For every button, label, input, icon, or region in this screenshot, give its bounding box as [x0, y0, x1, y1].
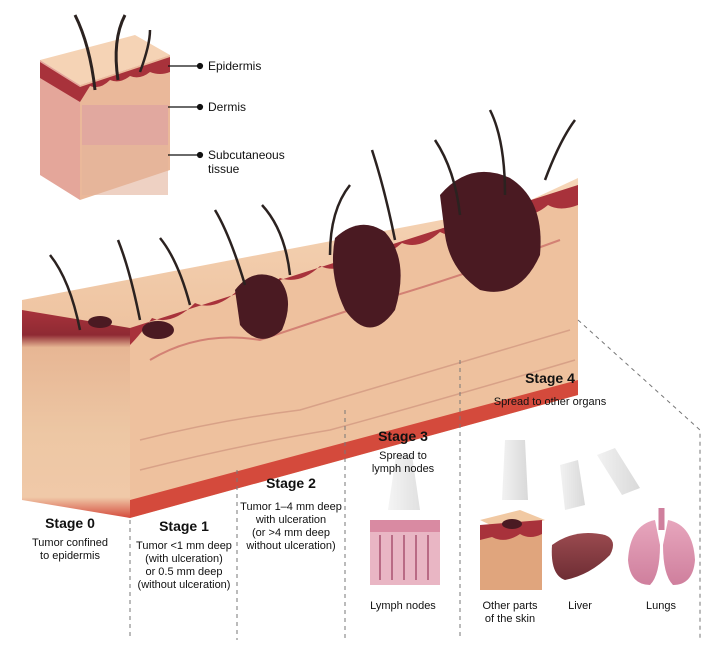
lymph-cone: [388, 455, 420, 510]
tumors: [88, 171, 541, 339]
label-subcutaneous-line1: Subcutaneous: [208, 148, 285, 162]
ref-subcutaneous-texture: [82, 145, 168, 195]
caption-other-skin: Other parts of the skin: [470, 600, 550, 626]
subcutaneous-fat-lines: [139, 329, 576, 471]
stage-1-title: Stage 1: [159, 518, 209, 534]
ref-hair-3: [138, 29, 152, 73]
caption-liver: Liver: [568, 600, 592, 612]
cone-to-liver: [560, 460, 585, 510]
stage-3-line: lymph nodes: [371, 463, 435, 475]
hair-10: [543, 119, 577, 181]
caption-lungs: Lungs: [646, 600, 676, 612]
stage-0-desc: Tumor confined to epidermis: [20, 537, 120, 563]
lungs-illustration: [628, 508, 695, 585]
ref-hair-1: [73, 14, 97, 91]
hairs: [49, 109, 577, 331]
ref-dermis-texture: [82, 105, 168, 145]
skin-top-surface: [22, 178, 578, 330]
pointer-dermis-dot: [196, 103, 204, 111]
tumor-stage-0: [88, 316, 112, 328]
label-epidermis: Epidermis: [208, 59, 262, 73]
ref-epidermis-band: [40, 57, 170, 102]
hair-8: [433, 139, 462, 216]
lung-right: [663, 520, 695, 585]
stage-0-block: Stage 0 Tumor confined to epidermis: [20, 515, 120, 563]
label-dermis: Dermis: [208, 100, 246, 114]
tumor-stage-3: [332, 224, 401, 328]
liver-illustration: [551, 532, 614, 580]
stage-3-desc: Spread to lymph nodes: [350, 450, 456, 476]
trachea: [658, 508, 665, 530]
stage-3-block: Stage 3 Spread to lymph nodes: [350, 428, 456, 476]
label-subcutaneous-line2: tissue: [208, 162, 240, 176]
hair-1: [49, 254, 82, 331]
stage-0-line: to epidermis: [40, 550, 100, 562]
hair-7: [370, 149, 397, 241]
hair-9: [488, 109, 507, 196]
stage-4-desc: Spread to other organs: [470, 396, 630, 409]
liver-shape: [551, 532, 614, 580]
stage-1-line: (with ulceration): [145, 553, 223, 565]
pointer-epidermis-dot: [196, 62, 204, 70]
stage-2-desc: Tumor 1–4 mm deep with ulceration (or >4…: [238, 501, 344, 553]
other-skin-illustration: [480, 510, 545, 590]
spread-cones: [502, 440, 640, 510]
stage-separators: [129, 319, 701, 640]
stage-4-block: Stage 4 Spread to other organs: [470, 370, 630, 409]
stage-0-title: Stage 0: [45, 515, 95, 531]
stage-1-block: Stage 1 Tumor <1 mm deep (with ulceratio…: [132, 518, 236, 592]
caption-other-skin-line2: of the skin: [484, 613, 536, 625]
stage-1-line: or 0.5 mm deep: [145, 566, 223, 578]
stage-2-line: with ulceration: [255, 514, 327, 526]
ref-block-top: [40, 35, 170, 85]
skin-front-face: [22, 310, 130, 518]
skin-base-band: [130, 380, 578, 518]
caption-lymph-nodes: Lymph nodes: [370, 600, 436, 612]
cone-to-lungs: [597, 448, 640, 495]
stage-2-line: Tumor 1–4 mm deep: [240, 501, 342, 513]
caption-other-skin-line1: Other parts: [482, 600, 538, 612]
label-subcutaneous: Subcutaneous tissue: [208, 148, 285, 176]
stage-4-line: Spread to other organs: [493, 396, 607, 408]
hair-2: [116, 239, 142, 321]
lymph-nodes-illustration: [370, 455, 440, 585]
cone-to-skin: [502, 440, 528, 500]
hair-5: [261, 204, 292, 276]
stage-1-line: (without ulceration): [137, 579, 231, 591]
other-skin-epidermis: [480, 520, 542, 540]
pointer-subcutaneous-dot: [196, 151, 204, 159]
stage-2-block: Stage 2 Tumor 1–4 mm deep with ulceratio…: [238, 475, 344, 553]
stage-1-line: Tumor <1 mm deep: [136, 540, 232, 552]
lymph-node-lines: [379, 535, 429, 580]
stage-4-title: Stage 4: [525, 370, 575, 386]
stage-2-title: Stage 2: [266, 475, 316, 491]
other-skin-tumor: [502, 519, 522, 529]
stage-3-title: Stage 3: [378, 428, 428, 444]
tumor-stage-2: [235, 274, 289, 339]
lung-left: [628, 520, 660, 585]
hair-6: [328, 184, 351, 256]
tumor-stage-4: [440, 171, 541, 292]
stage-1-desc: Tumor <1 mm deep (with ulceration) or 0.…: [132, 540, 236, 592]
hair-4: [213, 209, 247, 286]
stage-2-line: without ulceration): [246, 540, 336, 552]
tumor-stage-1: [142, 321, 174, 339]
stage-3-line: Spread to: [379, 450, 427, 462]
stage-2-line: (or >4 mm deep: [252, 527, 330, 539]
stage-0-line: Tumor confined: [31, 537, 109, 549]
separator-stage4-right: [577, 319, 701, 640]
reference-skin-block: [40, 14, 170, 200]
ref-hair-2: [114, 14, 127, 81]
lymph-node-top: [370, 520, 440, 532]
legend-pointers: [168, 62, 204, 159]
hair-3: [159, 237, 192, 306]
